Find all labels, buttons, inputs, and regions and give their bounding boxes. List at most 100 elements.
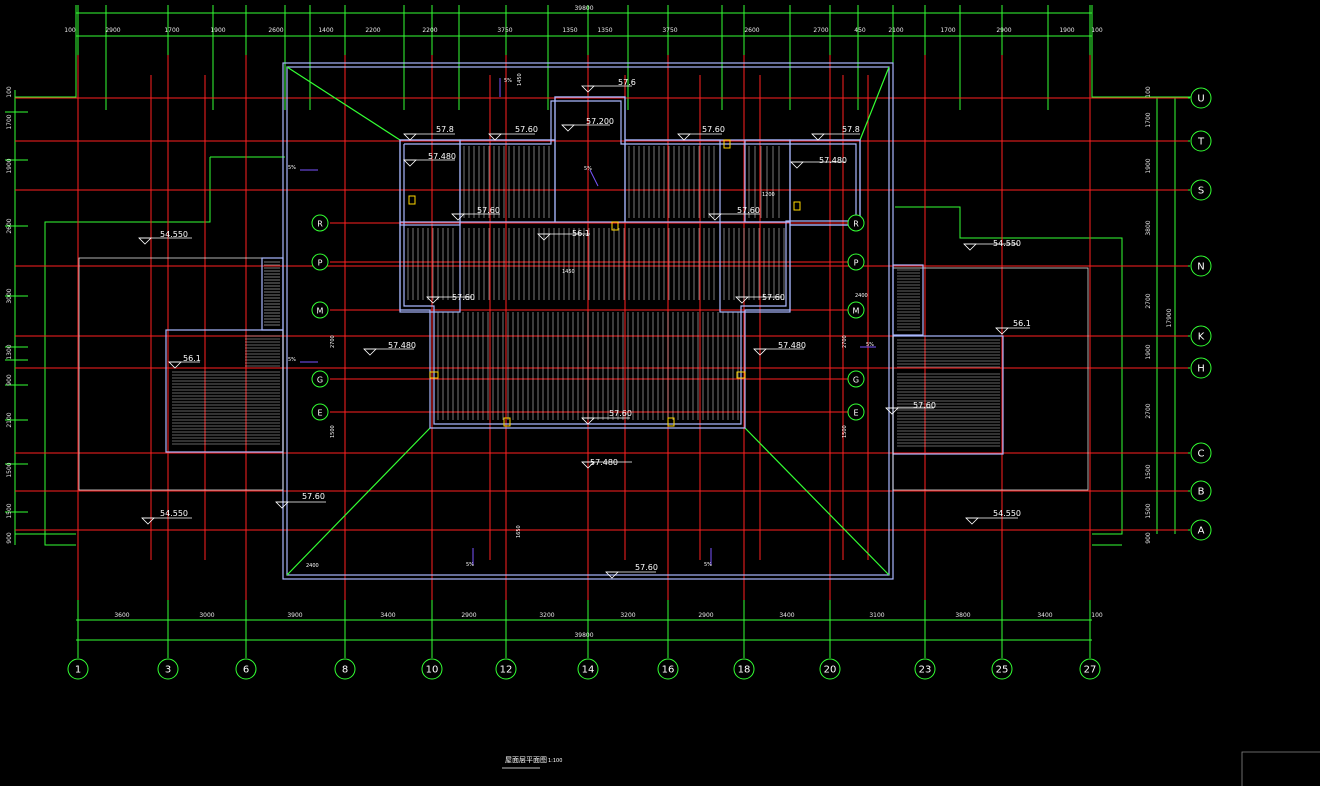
svg-text:25: 25 <box>996 665 1009 676</box>
svg-text:1450: 1450 <box>517 73 523 86</box>
axis-bubble-25: 25 <box>991 658 1013 680</box>
axis-bubble-T: T <box>1190 130 1212 152</box>
level-mark: 57.8 <box>811 125 860 141</box>
svg-text:N: N <box>1197 262 1204 273</box>
svg-text:23: 23 <box>919 665 932 676</box>
axis-bubble-6: 6 <box>235 658 257 680</box>
svg-text:54.550: 54.550 <box>993 239 1021 248</box>
axis-bubble-3: 3 <box>157 658 179 680</box>
small-dimensions: 2400 1650 1200 1450 1450 2700 2700 1500 … <box>306 73 868 569</box>
svg-text:5%: 5% <box>288 165 296 171</box>
level-mark: 54.550 <box>963 239 1021 251</box>
dimension-lines <box>14 5 1200 641</box>
dimension-text: 2900 <box>461 612 476 619</box>
axis-bubble-P: P <box>311 253 329 271</box>
svg-text:T: T <box>1197 137 1205 148</box>
dimension-text: 2900 <box>105 27 120 34</box>
svg-text:C: C <box>1198 449 1205 460</box>
svg-text:P: P <box>854 259 859 268</box>
axis-bubble-G: G <box>311 370 329 388</box>
svg-text:1450: 1450 <box>562 269 575 275</box>
svg-text:M: M <box>853 307 860 316</box>
svg-text:5%: 5% <box>288 357 296 363</box>
svg-text:2700: 2700 <box>330 335 336 348</box>
svg-text:57.60: 57.60 <box>515 125 538 134</box>
svg-text:1500: 1500 <box>330 425 336 438</box>
dimension-text: 1500 <box>1145 503 1152 518</box>
dimension-text: 100 <box>1145 86 1152 98</box>
dimension-text: 1500 <box>6 503 13 518</box>
svg-text:56.1: 56.1 <box>1013 319 1031 328</box>
dimension-text: 1700 <box>6 114 13 129</box>
svg-text:S: S <box>1198 186 1204 197</box>
slope-arrow: 5% <box>288 357 318 363</box>
dimension-text: 2600 <box>6 218 13 233</box>
dimension-text: 1500 <box>6 462 13 477</box>
svg-text:1500: 1500 <box>842 425 848 438</box>
svg-text:K: K <box>1198 332 1205 343</box>
axis-bubble-1: 1 <box>67 658 89 680</box>
dimension-text: 3000 <box>6 288 13 303</box>
level-mark: 57.60 <box>605 563 658 579</box>
level-mark: 57.480 <box>753 341 806 356</box>
axis-bubble-P: P <box>847 253 865 271</box>
axis-bubble-H: H <box>1190 357 1212 379</box>
svg-text:57.60: 57.60 <box>762 293 785 302</box>
axis-bubble-E: E <box>847 403 865 421</box>
dimension-text: 2100 <box>6 412 13 427</box>
drain-icon <box>611 221 619 231</box>
svg-text:5%: 5% <box>584 166 592 172</box>
axis-bubble-20: 20 <box>819 658 841 680</box>
slope-arrow: 5% <box>499 78 512 97</box>
svg-text:57.200: 57.200 <box>586 117 614 126</box>
slope-arrow: 5% <box>466 548 474 568</box>
dimension-text: 900 <box>6 374 13 386</box>
dimension-text: 39800 <box>574 5 593 12</box>
dimension-text: 100 <box>6 86 13 98</box>
svg-text:R: R <box>853 220 859 229</box>
axis-bubble-S: S <box>1190 179 1212 201</box>
level-mark: 57.8 <box>403 125 455 141</box>
dimension-text: 100 <box>64 27 76 34</box>
dimension-text: 3100 <box>869 612 884 619</box>
axis-bubble-27: 27 <box>1079 658 1101 680</box>
svg-text:16: 16 <box>662 665 675 676</box>
drain-icon <box>793 201 801 211</box>
level-mark: 56.1 <box>168 354 201 369</box>
roof-outline <box>78 62 1089 580</box>
svg-text:2400: 2400 <box>306 563 319 569</box>
dimension-text: 1700 <box>940 27 955 34</box>
level-mark: 57.60 <box>708 206 760 221</box>
dimension-text: 1900 <box>1145 158 1152 173</box>
svg-text:27: 27 <box>1084 665 1097 676</box>
level-mark: 57.60 <box>275 492 326 509</box>
dimension-text: 1900 <box>1059 27 1074 34</box>
dimension-text: 100 <box>1091 27 1103 34</box>
roof-drains <box>408 139 801 427</box>
axis-bubble-N: N <box>1190 255 1212 277</box>
dimension-text: 450 <box>854 27 866 34</box>
level-mark: 57.6 <box>581 78 636 93</box>
axis-bubble-R: R <box>311 214 329 232</box>
svg-text:56.1: 56.1 <box>183 354 201 363</box>
dimension-text: 3200 <box>620 612 635 619</box>
svg-text:57.60: 57.60 <box>737 206 760 215</box>
elevation-markers: 57.6 57.200 57.8 57.8 57.60 57.60 57.480… <box>138 78 1031 579</box>
level-mark: 57.480 <box>581 458 632 469</box>
svg-text:54.550: 54.550 <box>160 509 188 518</box>
level-mark: 57.60 <box>735 293 785 304</box>
svg-text:18: 18 <box>738 665 751 676</box>
dimension-text: 1400 <box>318 27 333 34</box>
svg-text:57.8: 57.8 <box>842 125 860 134</box>
dimension-text: 3900 <box>287 612 302 619</box>
level-mark: 54.550 <box>965 509 1021 525</box>
dimension-text: 2200 <box>422 27 437 34</box>
svg-text:54.550: 54.550 <box>160 230 188 239</box>
svg-text:14: 14 <box>582 665 595 676</box>
svg-text:56.1: 56.1 <box>572 229 590 238</box>
level-mark: 57.200 <box>561 117 614 132</box>
dimension-text: 2100 <box>888 27 903 34</box>
dimension-text: 3600 <box>114 612 129 619</box>
svg-text:E: E <box>853 409 858 418</box>
svg-text:5%: 5% <box>466 562 474 568</box>
